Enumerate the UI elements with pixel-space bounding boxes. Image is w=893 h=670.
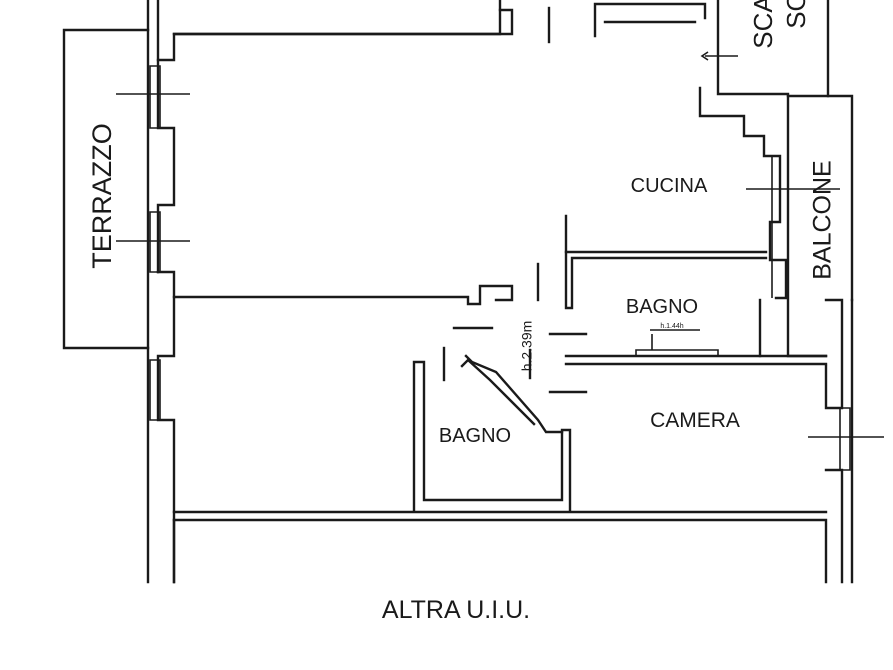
height-annotation: h.2.39m [519, 321, 535, 372]
camera-right-wall [808, 298, 884, 584]
corridor-jambs [442, 262, 588, 394]
footer-label: ALTRA U.I.U. [382, 596, 530, 624]
balcone-label: BALCONE [809, 160, 837, 279]
window-marks-left [116, 93, 190, 242]
camera-label: CAMERA [650, 409, 740, 432]
terrazzo-outline [62, 28, 150, 350]
scala-label-2: SO [781, 0, 811, 29]
bagno-upper-walls [564, 214, 828, 366]
top-room-wall [172, 6, 551, 44]
bagno-lower-walls [412, 354, 572, 512]
bottom-wall [172, 510, 828, 584]
bagno-lower-label: BAGNO [439, 425, 511, 447]
living-room-lower-wall [172, 284, 514, 306]
scala-label-1: SCA [748, 0, 778, 49]
small-height-annotation: h.1.44h [660, 323, 683, 330]
bagno-upper-label: BAGNO [626, 296, 698, 318]
left-outer-wall [146, 0, 502, 584]
stair-area [593, 0, 830, 98]
terrazzo-label: TERRAZZO [87, 123, 117, 269]
cucina-label: CUCINA [631, 175, 708, 197]
